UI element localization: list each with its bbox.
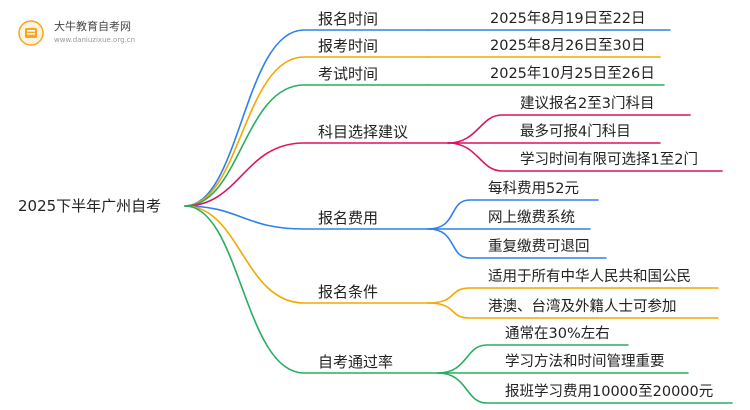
- branch-connector: [184, 56, 429, 207]
- logo-url: www.daniuzixue.org.cn: [54, 36, 136, 44]
- leaf-label: 最多可报4门科目: [520, 124, 631, 140]
- branch-label: 科目选择建议: [318, 123, 409, 141]
- root-node: 2025下半年广州自考: [18, 197, 162, 215]
- branch-connector: [184, 142, 449, 207]
- branch-label: 考试时间: [318, 65, 379, 83]
- branch-label: 报名条件: [318, 283, 379, 301]
- branch-label: 报名时间: [318, 10, 379, 28]
- branch-connector: [184, 205, 429, 230]
- branch-label: 自考通过率: [318, 353, 394, 371]
- leaf-connector: [427, 228, 607, 259]
- branch-connector: [184, 205, 439, 374]
- leaf-label: 重复缴费可退回: [488, 239, 590, 255]
- leaf-connector: [447, 114, 691, 144]
- leaf-label: 学习时间有限可选择1至2门: [520, 152, 698, 168]
- leaf-label: 适用于所有中华人民共和国公民: [488, 269, 691, 285]
- leaf-label: 每科费用52元: [488, 181, 579, 197]
- logo-icon: [18, 20, 44, 46]
- leaf-label: 2025年8月19日至22日: [490, 11, 646, 27]
- logo-name: 大牛教育自考网: [54, 20, 131, 33]
- branch-connector: [184, 205, 429, 304]
- leaf-connector: [427, 199, 599, 230]
- leaf-label: 2025年10月25日至26日: [490, 66, 655, 82]
- leaf-connector: [437, 344, 629, 374]
- leaf-label: 通常在30%左右: [505, 326, 610, 342]
- branch-label: 报考时间: [318, 37, 379, 55]
- leaf-label: 建议报名2至3门科目: [520, 96, 655, 112]
- leaf-connector: [447, 142, 723, 172]
- branch-connector: [184, 29, 429, 207]
- leaf-connector: [427, 287, 719, 304]
- leaf-connector: [427, 302, 719, 319]
- site-logo: 大牛教育自考网 www.daniuzixue.org.cn: [12, 14, 162, 50]
- branch-connector: [184, 84, 429, 207]
- leaf-label: 网上缴费系统: [488, 210, 575, 226]
- branch-label: 报名费用: [318, 209, 379, 227]
- leaf-label: 报班学习费用10000至20000元: [505, 384, 714, 400]
- leaf-connector: [437, 372, 733, 404]
- leaf-label: 学习方法和时间管理重要: [505, 354, 665, 370]
- leaf-label: 2025年8月26日至30日: [490, 38, 646, 54]
- leaf-label: 港澳、台湾及外籍人士可参加: [488, 299, 677, 315]
